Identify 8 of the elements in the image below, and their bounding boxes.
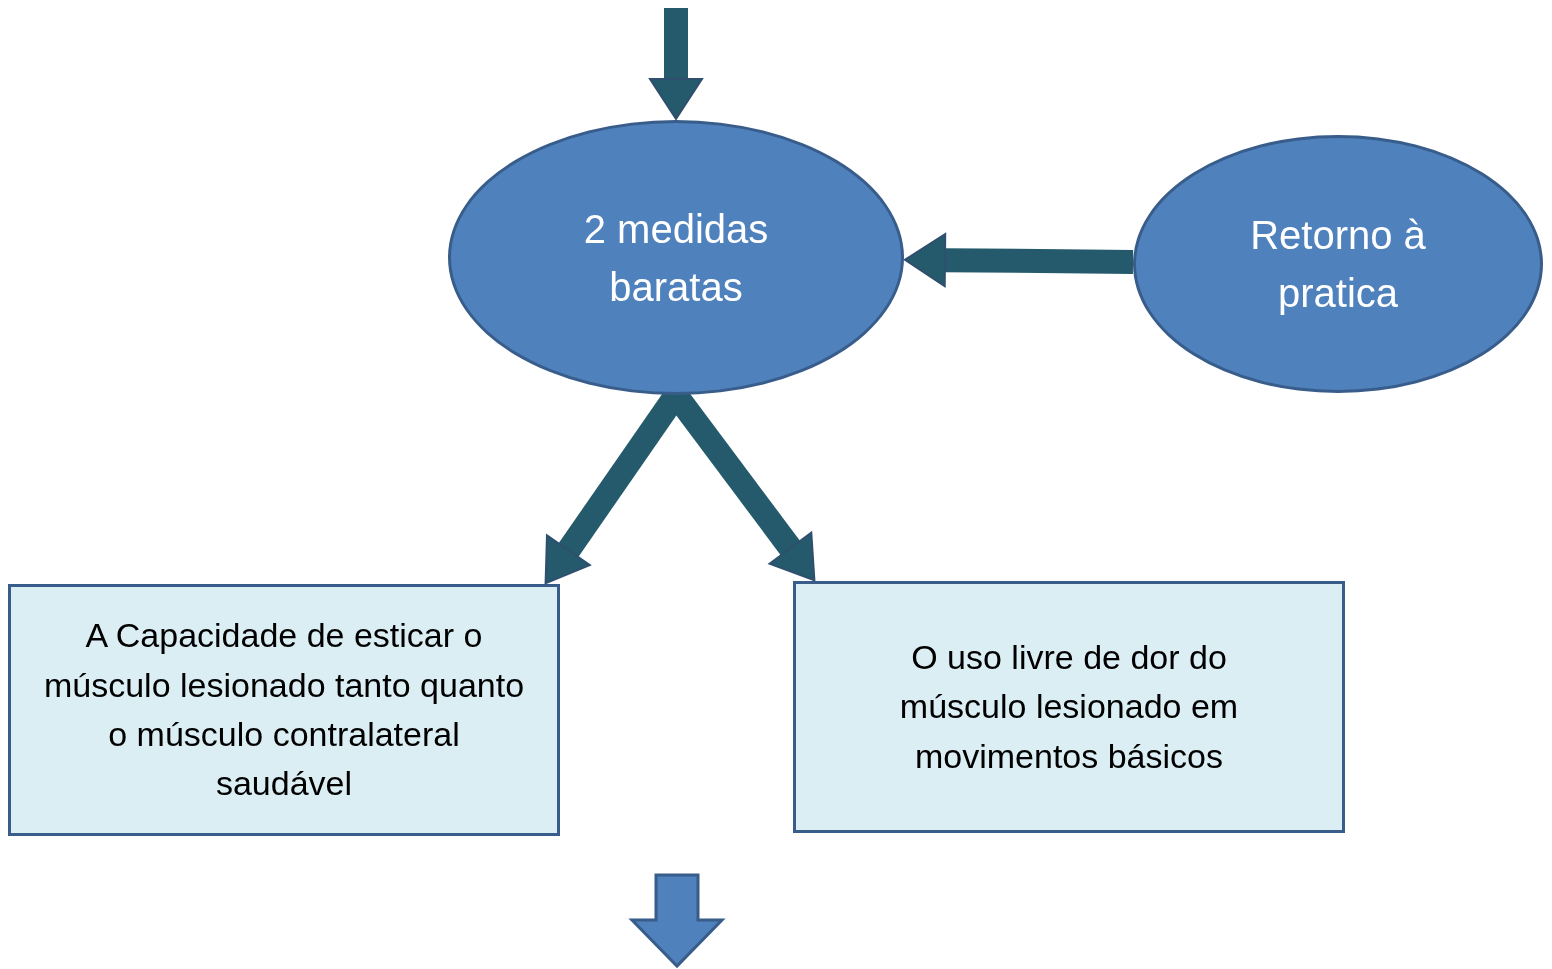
block-arrow <box>649 8 703 120</box>
node-label: Retorno à pratica <box>1249 212 1427 317</box>
block-arrow <box>903 233 1134 288</box>
node-label: O uso livre de dor do músculo lesionado em movimentos básicos <box>898 637 1240 777</box>
text-box <box>8 584 560 836</box>
node-label: 2 medidas baratas <box>582 205 770 311</box>
node-label: A Capacidade de esticar o músculo lesionado tanto quanto o músculo contralateral saudável <box>42 615 526 805</box>
text-box <box>793 581 1345 833</box>
